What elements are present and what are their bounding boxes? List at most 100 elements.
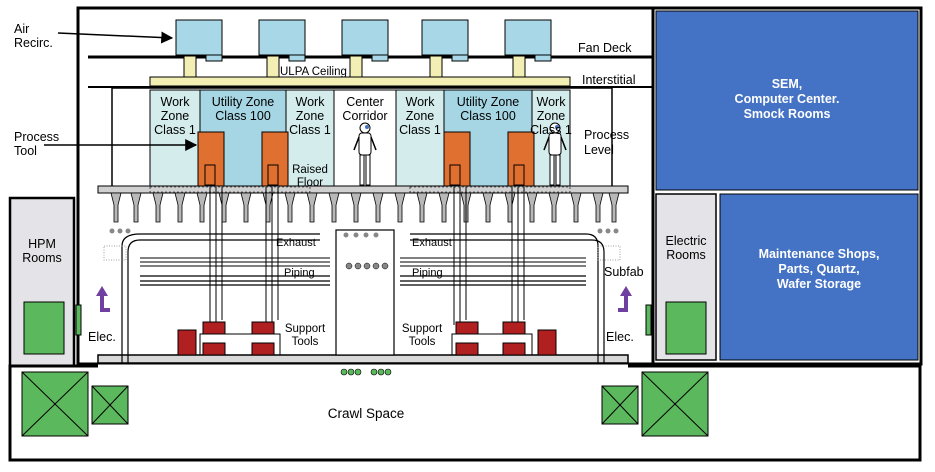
subfab-label: Subfab [604, 265, 644, 279]
floor-column [372, 192, 384, 223]
fan-ducts [183, 55, 526, 79]
process-tool [507, 131, 535, 188]
elec-panel-left [75, 304, 82, 336]
electric-cabinet [665, 301, 707, 355]
floor-column [240, 192, 252, 223]
work-zone-mid-left [285, 89, 335, 187]
tool-pipe-drops [209, 187, 525, 325]
raised-floor-label: Floor [297, 177, 323, 189]
air-recirc-pointer [57, 31, 174, 44]
work-zone-left-label: Zone [161, 109, 190, 123]
raised-floor-label: Raised [292, 164, 328, 176]
hpm-rooms-label: Rooms [22, 251, 62, 265]
electric-rooms-label: Rooms [666, 248, 706, 262]
raised-floor-grates [149, 186, 571, 193]
work-zone-left-label: Class 1 [154, 123, 196, 137]
floor-column [570, 192, 582, 223]
hpm-cabinet [23, 301, 65, 355]
work-zone-right-label: Work [537, 95, 567, 109]
exhaust-label-left: Exhaust [276, 237, 316, 249]
support-tools-left [177, 321, 281, 356]
work-zone-left [149, 89, 201, 187]
sem-block-label: Smock Rooms [744, 107, 831, 121]
support-tools-right [451, 321, 557, 356]
process-level-label: Level [584, 143, 614, 157]
center-support-shaft [335, 229, 395, 356]
process-level-label: Process [584, 128, 629, 142]
floor-column [328, 192, 340, 223]
work-zone-mid-right-label: Work [406, 95, 436, 109]
exhaust-label-right: Exhaust [412, 237, 452, 249]
floor-column [284, 192, 296, 223]
maintenance-block-label: Maintenance Shops, [759, 247, 880, 261]
support-tools-right-label: Tools [409, 336, 436, 348]
worker-figure-icon [353, 122, 377, 186]
fan-units [175, 19, 552, 62]
process-tool [443, 131, 471, 188]
electric-rooms-label: Electric [666, 234, 707, 248]
floor-column [196, 192, 208, 223]
work-zone-mid-right-label: Class 1 [399, 123, 441, 137]
work-zone-right-label: Class 1 [530, 123, 572, 137]
utility-zone-left-label: Utility Zone [212, 95, 275, 109]
work-zone-mid-left-label: Zone [296, 109, 325, 123]
x-box-icon [601, 385, 639, 425]
work-zone-left-label: Work [161, 95, 191, 109]
crawl-space-label: Crawl Space [328, 406, 405, 421]
floor-column [548, 192, 560, 223]
floor-column [152, 192, 164, 223]
raised-floor [97, 185, 629, 194]
utility-zone-right-label: Class 100 [460, 109, 516, 123]
vent-grille-icon [103, 228, 621, 261]
floor-column [438, 192, 450, 223]
piping-label-left: Piping [284, 267, 315, 279]
floor-column [130, 192, 142, 223]
process-tool [197, 131, 225, 188]
process-tool-label: Process [14, 130, 59, 144]
fan-unit [421, 19, 469, 62]
fan-unit [175, 19, 223, 62]
maintenance-block-label: Parts, Quartz, [778, 262, 859, 276]
floor-column [306, 192, 318, 223]
floor-column [592, 192, 604, 223]
support-tools-left-label: Support [285, 323, 326, 335]
air-recirc-label: Recirc. [14, 36, 53, 50]
floor-column [608, 192, 620, 223]
center-shaft-details [343, 232, 389, 270]
airflow-up-arrow-icon [96, 286, 110, 312]
exhaust-piping [109, 233, 617, 391]
x-box-icon [91, 385, 129, 425]
sem-block [655, 10, 919, 191]
support-tools-left-label: Tools [292, 336, 319, 348]
center-corridor-label: Center [346, 95, 384, 109]
crawl-space-block [8, 364, 922, 462]
ulpa-ceiling [149, 76, 571, 87]
process-tool-label: Tool [14, 144, 37, 158]
floor-column [350, 192, 362, 223]
crawl-drain-icon [340, 368, 392, 376]
utility-zone-left-label: Class 100 [215, 109, 271, 123]
fan-unit [341, 19, 389, 62]
piping-label-right: Piping [412, 267, 443, 279]
x-box-icon [21, 371, 89, 437]
sem-block-label: Computer Center. [735, 92, 840, 106]
work-zone-mid-left-label: Work [296, 95, 326, 109]
floor-column [174, 192, 186, 223]
air-recirc-label: Air [14, 22, 29, 36]
hpm-rooms-label: HPM [28, 237, 56, 251]
subfab-floor [97, 354, 629, 364]
airflow-up-arrow-icon [618, 286, 632, 312]
work-zone-mid-left-label: Class 1 [289, 123, 331, 137]
interstitial-label: Interstitial [582, 73, 636, 87]
sem-block-label: SEM, [772, 77, 803, 91]
floor-support-columns [110, 192, 620, 223]
elec-panel-right [645, 304, 652, 336]
floor-column [110, 192, 122, 223]
worker-figure-icon [543, 122, 567, 186]
elec-label-left: Elec. [88, 330, 116, 344]
process-tool [261, 131, 289, 188]
diagram-labels: Air Recirc. Fan Deck ULPA Ceiling Inters… [14, 22, 879, 421]
floor-column [416, 192, 428, 223]
